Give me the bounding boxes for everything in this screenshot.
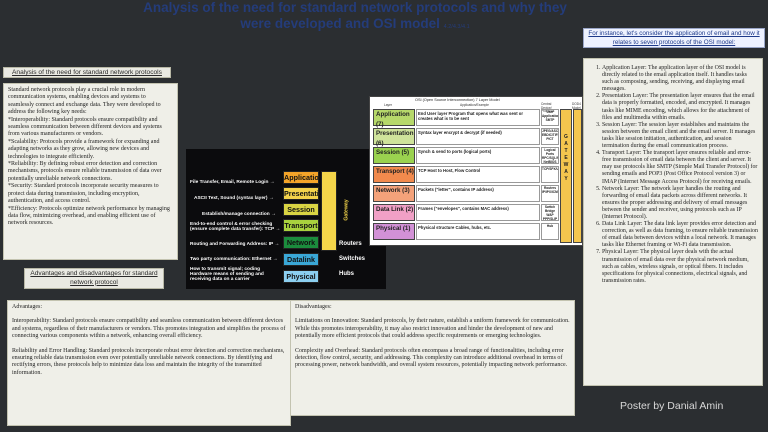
- osi-table-device: Logical Ports RPC/SQL/NFS NetBIOS names: [541, 147, 559, 164]
- layer-description: Routing and Forwarding Address: IP →: [190, 242, 280, 247]
- osi-email-box: Application Layer: The application layer…: [583, 58, 763, 386]
- layer-description: ASCII Text, Sound (syntax layer) →: [194, 196, 274, 201]
- osi-table-layer: Application (7): [373, 109, 415, 128]
- advantages-heading: Advantages:: [12, 304, 42, 310]
- analysis-point: *Efficiency: Protocols optimize network …: [8, 205, 170, 227]
- gateway-bar: [321, 171, 337, 251]
- osi-table-description: Syntax layer encrypt & decrypt (if neede…: [416, 128, 540, 145]
- advantage-paragraph: Interoperability: Standard protocols ens…: [12, 318, 286, 340]
- osi-table-layer: Presentation (6): [373, 128, 415, 147]
- layer-description: End-to-end control & error checking (ens…: [190, 222, 281, 232]
- device-switches: Switches: [339, 256, 366, 262]
- analysis-point: *Interoperability: Standard protocols en…: [8, 116, 162, 138]
- layer-presentation: Presentation: [283, 187, 328, 200]
- osi-email-list-item: Transport Layer: The transport layer ens…: [602, 150, 758, 185]
- osi-email-list-item: Network Layer: The network layer handles…: [602, 186, 758, 221]
- advantage-paragraph: Reliability and Error Handling: Standard…: [12, 347, 285, 376]
- layer-transport: Transport: [283, 219, 319, 232]
- osi-table-description: TCP Host to Host, Flow Control: [416, 166, 540, 183]
- layer-description: Establish/manage connection →: [202, 212, 276, 217]
- analysis-point: *Security: Standard protocols incorporat…: [8, 183, 159, 205]
- osi-table-layer: Session (5): [373, 147, 415, 164]
- osi-col-header: Application/Example: [460, 103, 489, 107]
- example-header: For instance, let's consider the applica…: [583, 28, 765, 48]
- version-label: 4.2/4.3/4.1: [443, 24, 470, 30]
- osi-table-layer: Physical (1): [373, 223, 415, 240]
- osi-layer-diagram: File Transfer, Email, Remote Login → ASC…: [186, 149, 386, 289]
- disadvantage-paragraph: Complexity and Overhead: Standard protoc…: [295, 347, 568, 369]
- osi-email-list-item: Session Layer: The session layer establi…: [602, 122, 758, 150]
- analysis-point: *Scalability: Protocols provide a framew…: [8, 138, 160, 160]
- osi-dod-column: [573, 109, 582, 243]
- osi-email-list-item: Data Link Layer: The data link layer pro…: [602, 221, 758, 249]
- osi-email-list-item: Application Layer: The application layer…: [602, 65, 758, 93]
- osi-table-device: User Applications SMTP: [541, 109, 559, 126]
- osi-table-description: Frames ("envelopes", contains MAC addres…: [416, 204, 540, 221]
- analysis-header: Analysis of the need for standard networ…: [3, 67, 171, 78]
- disadvantage-paragraph: Limitations on Innovation: Standard prot…: [295, 318, 570, 340]
- osi-table-description: Physical structure Cables, hubs, etc.: [416, 223, 540, 240]
- osi-table-caption: OSI (Open Source Interconnection) 7 Laye…: [415, 98, 500, 102]
- osi-col-header: DOD4 Model: [572, 102, 581, 110]
- gateway-label: Gateway: [343, 199, 350, 221]
- osi-table-device: Hub: [541, 223, 559, 240]
- osi-table-device: Switch Bridge WAP PPP/SLIP: [541, 204, 559, 221]
- analysis-point: *Reliability: By defining robust error d…: [8, 161, 162, 182]
- osi-table-layer: Network (3): [373, 185, 415, 202]
- advantages-box: Advantages: Interoperability: Standard p…: [7, 300, 291, 426]
- layer-session: Session: [283, 203, 319, 216]
- osi-table-description: Synch & send to ports (logical ports): [416, 147, 540, 164]
- osi-table-layer: Data Link (2): [373, 204, 415, 221]
- adv-disadv-header: Advantages and disadvantages for standar…: [24, 268, 164, 289]
- layer-description: Two party communication: Ethernet →: [190, 257, 278, 262]
- osi-email-list-item: Physical Layer: The physical layer deals…: [602, 249, 758, 284]
- layer-datalink: Datalink: [283, 253, 319, 266]
- layer-network: Network: [283, 236, 319, 249]
- device-routers: Routers: [339, 241, 362, 247]
- osi-table-layer: Transport (4): [373, 166, 415, 183]
- disadvantages-box: Disadvantages: Limitations on Innovation…: [290, 300, 575, 416]
- layer-description: File Transfer, Email, Remote Login →: [190, 180, 275, 185]
- analysis-intro: Standard network protocols play a crucia…: [8, 87, 161, 116]
- osi-email-list-item: Presentation Layer: The presentation lay…: [602, 93, 758, 121]
- poster-title: Analysis of the need for standard networ…: [143, 0, 567, 31]
- osi-col-header: Central Device/ Protocols: [541, 102, 555, 114]
- poster-credit: Poster by Danial Amin: [620, 400, 724, 412]
- analysis-box: Standard network protocols play a crucia…: [3, 83, 178, 260]
- device-hubs: Hubs: [339, 271, 354, 277]
- osi-col-header: Layer: [384, 103, 392, 107]
- layer-application: Application: [283, 171, 324, 184]
- disadvantages-heading: Disadvantages:: [295, 304, 332, 310]
- osi-model-table: OSI (Open Source Interconnection) 7 Laye…: [369, 96, 583, 246]
- osi-table-description: Packets ("letter", contains IP address): [416, 185, 540, 202]
- osi-table-device: TCP/SPX/UDP: [541, 166, 559, 183]
- layer-description: How to transmit signal; coding Hardware …: [190, 267, 264, 282]
- osi-table-device: JPEG/ASCII EBDIC/TIFF/GIF PICT: [541, 128, 559, 145]
- osi-email-list: Application Layer: The application layer…: [586, 65, 758, 285]
- layer-physical: Physical: [283, 270, 319, 283]
- osi-table-device: Routers IP/IPX/ICMP: [541, 185, 559, 202]
- osi-table-description: End User layer Program that opens what w…: [416, 109, 540, 126]
